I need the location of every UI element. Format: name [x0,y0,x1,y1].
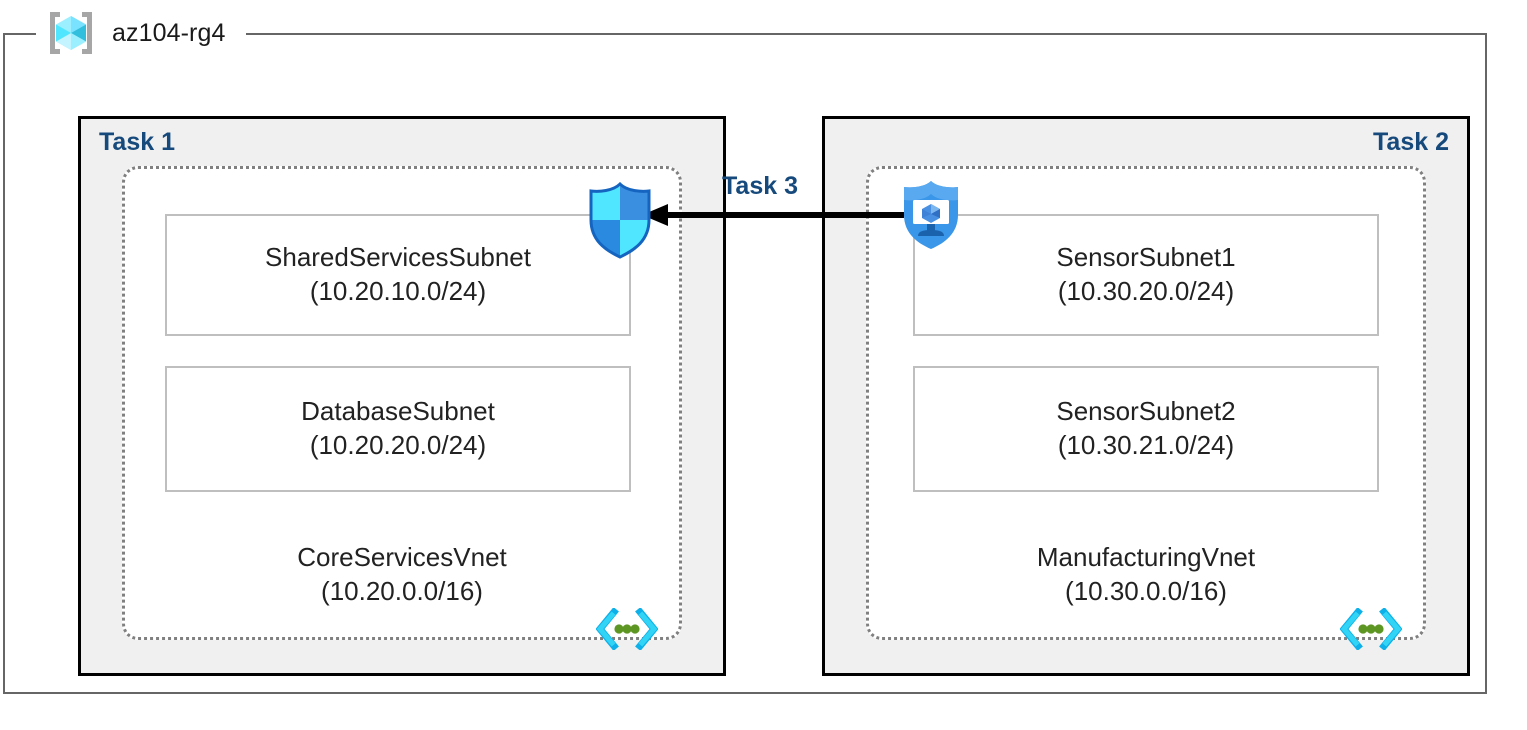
subnet-sensor-2: SensorSubnet2 (10.30.21.0/24) [913,366,1379,492]
bastion-shield-monitor-icon [898,178,964,252]
subnet-name: SensorSubnet1 [1056,242,1236,273]
task-3-connection-arrow [636,196,912,234]
vnet-name: ManufacturingVnet [1036,542,1256,572]
subnet-name: SharedServicesSubnet [265,242,531,273]
resource-group-name: az104-rg4 [112,18,226,47]
virtual-network-icon [1339,607,1403,651]
task-3-label: Task 3 [722,172,798,200]
azure-resource-group-icon [44,6,98,60]
resource-group-header: az104-rg4 [44,6,225,60]
subnet-database: DatabaseSubnet (10.20.20.0/24) [165,366,631,492]
resource-group-frame [3,33,1487,694]
subnet-sensor-1: SensorSubnet1 (10.30.20.0/24) [913,214,1379,336]
task-2-label: Task 2 [1373,128,1449,156]
subnet-name: SensorSubnet2 [1056,396,1236,427]
vnet-core-services-label: CoreServicesVnet (10.20.0.0/16) [122,540,682,609]
subnet-cidr: (10.30.21.0/24) [1057,430,1235,460]
subnet-cidr: (10.20.10.0/24) [309,276,487,306]
subnet-name: DatabaseSubnet [301,396,495,427]
subnet-cidr: (10.20.20.0/24) [309,430,487,460]
network-security-group-shield-icon [583,180,657,260]
vnet-manufacturing-label: ManufacturingVnet (10.30.0.0/16) [866,540,1426,609]
virtual-network-icon [595,607,659,651]
vnet-cidr: (10.20.0.0/16) [321,576,483,607]
subnet-cidr: (10.30.20.0/24) [1057,276,1235,306]
task-1-label: Task 1 [99,128,175,156]
subnet-shared-services: SharedServicesSubnet (10.20.10.0/24) [165,214,631,336]
vnet-cidr: (10.30.0.0/16) [1065,576,1227,607]
vnet-name: CoreServicesVnet [297,542,507,572]
